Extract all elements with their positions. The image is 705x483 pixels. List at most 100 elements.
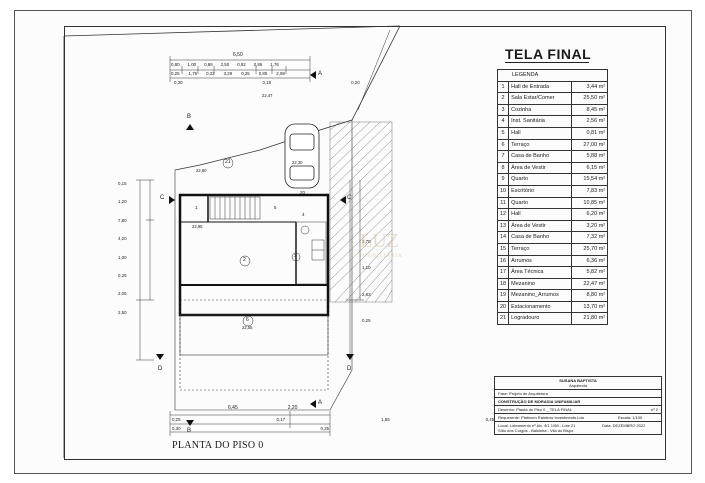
dim-label: 2,50	[118, 309, 127, 315]
legend-number: 6	[496, 138, 510, 152]
legend-room: Hall de Entrada	[508, 80, 573, 94]
legend-number: 20	[496, 300, 510, 314]
drawing-frame	[64, 26, 666, 460]
title-block: SUSANA BAPTISTA Arquitecta Fase: Projeto…	[494, 376, 662, 435]
dim-label: 3,29	[223, 71, 233, 76]
legend-number: 4	[496, 115, 510, 128]
top-dim-row: 0,80 1,00 0,86 2,50 0,92 0,86 1,76	[171, 62, 279, 67]
legend-number: 1	[496, 80, 510, 94]
legend-area: 6,15 m²	[571, 161, 609, 175]
legend-room: Mezanino	[508, 277, 573, 291]
watermark-logo: LUZ	[360, 230, 399, 252]
left-dims: 0,15 1,20 7,80 4,20 1,00 0,25 2,06 2,50	[118, 181, 127, 315]
legend-number: 11	[496, 196, 510, 210]
section-letter: D	[158, 366, 163, 372]
dim-label: 0,86	[253, 62, 263, 67]
bottom-dim-row: 6,45 2,20	[228, 405, 297, 411]
room-number: 5	[274, 205, 277, 210]
plan-title: PLANTA DO PISO 0	[172, 440, 264, 451]
drawing-name: Desenho: Planta do Piso 0 _ TELA FINAL	[498, 407, 572, 412]
architect-role: Arquitecta	[568, 383, 587, 388]
legend-room: Mezanino_Arrumos	[508, 289, 573, 302]
architect-cell: SUSANA BAPTISTA Arquitecta	[498, 378, 658, 388]
legend-number: 5	[496, 126, 510, 140]
legend-area: 8,80 m²	[571, 289, 609, 302]
dim-label: 0,22	[206, 71, 215, 76]
dim-label: 0,45	[485, 417, 495, 422]
legend-room: Hall	[508, 208, 573, 221]
dim-label: 0,20	[351, 80, 360, 85]
dim-label: 7,80	[118, 217, 127, 223]
client-row: Requerente: Platinum Rainbow Investments…	[494, 414, 662, 422]
dim-label: 2,83	[362, 291, 371, 297]
dim-label: 0,25	[320, 426, 330, 431]
legend-area: 2,56 m²	[571, 115, 609, 128]
title-underline	[505, 62, 589, 63]
legend-number: 2	[496, 92, 510, 105]
client-name: Requerente: Platinum Rainbow Investments…	[498, 415, 584, 420]
legend-header-row: LEGENDA	[496, 69, 609, 82]
legend-area: 0,81 m²	[571, 126, 609, 140]
legend-room: Terraço	[508, 138, 573, 152]
dim-label: 1,20	[118, 199, 127, 205]
location-cell: Local: Loteamento nº Alv. 4/1 1/98 - Lot…	[498, 423, 602, 433]
legend-area: 5,82 m²	[571, 266, 609, 279]
legend-area: 7,83 m²	[571, 184, 609, 198]
dim-label: 0,15	[118, 181, 127, 186]
dim-label: 0,30	[174, 80, 183, 85]
legend-number: 19	[496, 289, 510, 302]
legend-number: 12	[496, 208, 510, 221]
dim-label: 4,20	[118, 236, 127, 242]
room-number: 20	[300, 190, 306, 195]
legend-area: 6,36 m²	[571, 254, 609, 268]
dim-label: 1,76	[270, 62, 279, 67]
dim-label: 2,06	[118, 291, 127, 297]
dim-label: 0,25	[241, 71, 250, 76]
legend-area: 25,50 m²	[571, 92, 609, 105]
legend-room: Arrumos	[508, 254, 573, 268]
right-dims: 3,70 1,10 2,83 0,25	[362, 239, 371, 324]
dim-label: 6,45	[228, 405, 238, 411]
legend-area: 22,47 m²	[571, 277, 609, 291]
top-dim-row-3: 0,30 0,15 0,20	[174, 80, 360, 85]
location-2: Sítio dos Corgos - Balsinha - Vila do Bi…	[498, 428, 574, 433]
legend-area: 21,80 m²	[571, 312, 609, 326]
dim-label: 0,92	[237, 62, 246, 67]
location-row: Local: Loteamento nº Alv. 4/1 1/98 - Lot…	[494, 422, 662, 435]
dim-label: 0,25	[172, 417, 181, 422]
project-row: CONSTRUÇÃO DE MORADIA UNIFAMILIAR	[494, 398, 662, 406]
legend-room: Área de Vestir	[508, 161, 573, 175]
legend-room: Terraço	[508, 242, 573, 256]
dim-label: 0,30	[172, 426, 181, 431]
dim-label: 0,25	[118, 273, 127, 279]
location: Local: Loteamento nº Alv. 4/1 1/98 - Lot…	[498, 423, 576, 428]
legend-number: 16	[496, 254, 510, 268]
dim-label: 0,80	[171, 62, 180, 67]
dim-label: 0,25	[171, 71, 180, 76]
legend-room: Logradouro	[508, 312, 573, 326]
dim-label: 0,25	[362, 318, 371, 324]
legend-room: Casa de Banho	[508, 231, 573, 244]
legend-area: 13,70 m²	[571, 300, 609, 314]
legend-room: Estacionamento	[508, 300, 573, 314]
level-mark: 22,95	[192, 224, 203, 229]
room-number: 4	[302, 212, 305, 217]
watermark-subtitle: IMOBILIÁRIA	[360, 254, 403, 259]
legend-number: 3	[496, 103, 510, 117]
legend-room: Área de Vestir	[508, 219, 573, 233]
legend-number: 15	[496, 242, 510, 256]
legend-number: 21	[496, 312, 510, 326]
dim-label: 0,86	[204, 62, 213, 67]
legend-area: 3,44 m²	[571, 80, 609, 94]
bottom-dim-row-2: 0,25 0,17 1,55 0,45	[172, 417, 494, 422]
